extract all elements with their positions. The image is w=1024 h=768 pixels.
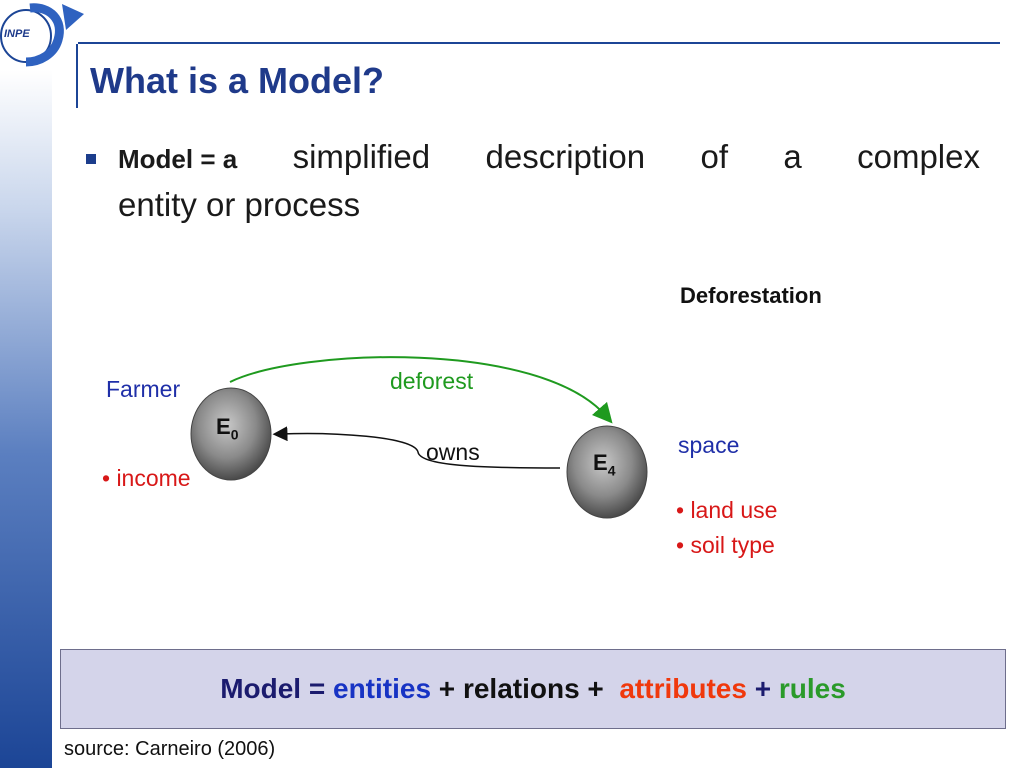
formula-model: Model = <box>220 673 333 704</box>
soil-type-attribute: • soil type <box>676 532 775 558</box>
formula-rules: rules <box>778 673 846 704</box>
owns-arrow <box>272 426 561 469</box>
deforest-arrow <box>229 356 613 424</box>
page-title: What is a Model? <box>90 60 385 101</box>
land-use-attribute: • land use <box>676 497 778 523</box>
definition-line-1: Model = a simplified description of a co… <box>118 138 980 176</box>
space-label: space <box>678 432 740 458</box>
bullet-marker <box>86 154 96 164</box>
inpe-logo-graphic <box>0 3 84 67</box>
formula-entities: entities <box>333 673 432 704</box>
definition-line-2: entity or process <box>118 186 361 223</box>
farmer-label: Farmer <box>106 376 181 402</box>
definition-word: a <box>783 138 802 175</box>
e0-label: E0 <box>216 414 239 443</box>
top-rule <box>78 42 1000 44</box>
e4-label: E4 <box>593 450 616 479</box>
entity-node-e0 <box>190 387 272 481</box>
formula-attributes: attributes <box>619 673 747 704</box>
definition-word: simplified <box>292 138 431 175</box>
logo-text: INPE <box>4 28 30 40</box>
definition-word: of <box>700 138 728 175</box>
owns-label: owns <box>426 439 480 465</box>
title-rule <box>76 44 78 108</box>
left-gradient-bar <box>0 70 52 768</box>
definition-word: description <box>485 138 646 175</box>
definition-word: complex <box>857 138 980 175</box>
deforest-label: deforest <box>390 368 474 394</box>
source-citation: source: Carneiro (2006) <box>64 738 276 760</box>
entity-node-e4 <box>566 425 648 519</box>
formula-plus-3: + <box>746 673 779 704</box>
inpe-logo: INPE <box>0 0 92 72</box>
formula-plus-2: + <box>579 673 620 704</box>
income-attribute: • income <box>102 465 191 491</box>
formula-plus-1: + <box>431 673 463 704</box>
definition-bold: Model = a <box>118 144 238 174</box>
formula-box: Model = entities + relations + attribute… <box>60 649 1006 729</box>
diagram-heading: Deforestation <box>680 283 822 308</box>
formula-relations: relations <box>462 673 580 704</box>
